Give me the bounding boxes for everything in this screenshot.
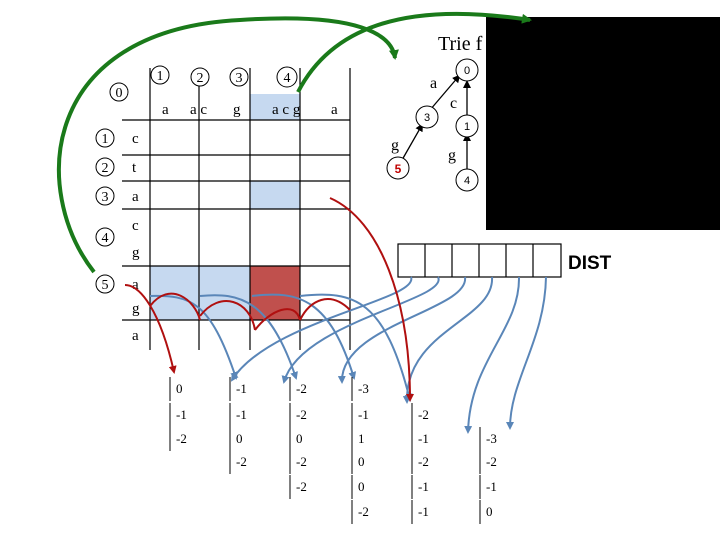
row-number: 1 <box>102 132 109 147</box>
trie-edge <box>429 74 461 111</box>
dist-label: DIST <box>568 253 612 274</box>
row-letter: a <box>132 277 139 293</box>
result-cell: -3 <box>486 431 497 446</box>
column-header: a <box>331 102 338 118</box>
slide-title: Trie f <box>438 33 483 55</box>
column-number-circle <box>276 66 298 88</box>
result-table: 0 -1 -2 -3 -1 -1 -2 -1 -2 -2 0 0 1 -1 -3 -2 -2 0 -2 -2 -2 0 -1… <box>176 381 497 519</box>
result-cell: -2 <box>176 431 187 446</box>
result-cell: -2 <box>418 407 429 422</box>
result-cell: -2 <box>296 479 307 494</box>
result-cell: -2 <box>236 454 247 469</box>
red-arrows <box>124 197 414 402</box>
column-header: a c <box>190 102 207 118</box>
row-letter: a <box>132 328 139 344</box>
result-cell: -1 <box>236 407 247 422</box>
green-arrow <box>57 16 399 274</box>
row-letter: c <box>132 218 139 234</box>
trie-node-3 <box>415 105 439 129</box>
trie-node-label: 1 <box>464 121 470 133</box>
row-number: 4 <box>102 231 109 246</box>
column-numbers: 0 1 2 3 4 <box>109 65 298 102</box>
result-cell: -1 <box>418 431 429 446</box>
result-cell: -2 <box>418 454 429 469</box>
result-cell: -3 <box>358 381 369 396</box>
result-cell: -1 <box>486 479 497 494</box>
matrix-cell-blue <box>150 266 250 320</box>
column-number-circle <box>229 67 249 87</box>
column-header: a c g <box>272 102 301 118</box>
result-cell: -2 <box>296 454 307 469</box>
matrix-cell-blue <box>250 94 300 120</box>
row-number: 3 <box>102 190 109 205</box>
column-number: 1 <box>157 69 164 84</box>
trie-node-label: 0 <box>464 65 470 77</box>
result-cell: -2 <box>296 381 307 396</box>
column-number-circle <box>150 65 170 85</box>
matrix-grid <box>122 68 351 350</box>
trie-node-0 <box>455 58 479 82</box>
dist-array <box>397 243 562 278</box>
row-letter: g <box>132 301 140 317</box>
row-letters: c t a c g a g a <box>132 131 140 344</box>
result-cell: -2 <box>296 407 307 422</box>
row-number-circle <box>95 128 115 148</box>
column-header: a <box>162 102 169 118</box>
trie-node-label: 5 <box>395 162 402 176</box>
column-header: g <box>233 102 241 118</box>
column-number-circle <box>190 67 210 87</box>
result-cell: 0 <box>296 431 303 446</box>
trie-edge-label: g <box>391 137 399 154</box>
result-cell: 0 <box>358 479 365 494</box>
trie-node-1 <box>455 114 479 138</box>
result-cell: 0 <box>236 431 243 446</box>
column-number: 4 <box>284 71 291 86</box>
result-table-lines <box>169 377 481 524</box>
row-letter: a <box>132 189 139 205</box>
row-number-circle <box>95 274 115 294</box>
row-number-circle <box>95 227 115 247</box>
matrix-cell-blue <box>250 181 300 209</box>
row-letter: t <box>132 160 137 176</box>
trie-node-4 <box>455 168 479 192</box>
result-cell: -1 <box>358 407 369 422</box>
row-numbers: 1 2 3 4 5 <box>95 128 115 294</box>
row-number: 5 <box>102 278 109 293</box>
result-cell: 0 <box>176 381 183 396</box>
column-number: 0 <box>116 86 123 101</box>
trie-node-label: 4 <box>464 175 470 187</box>
trie-node-label: 3 <box>424 112 430 124</box>
result-cell: 0 <box>358 454 365 469</box>
result-cell: -2 <box>486 454 497 469</box>
row-number-circle <box>95 186 115 206</box>
result-cell: -1 <box>418 504 429 519</box>
trie-node-5 <box>386 156 410 180</box>
column-number: 3 <box>236 71 243 86</box>
result-cell: -1 <box>176 407 187 422</box>
black-redaction-box <box>486 17 720 230</box>
trie: 0 1 3 4 5 a c g g <box>386 58 479 192</box>
trie-edge-label: c <box>450 95 457 112</box>
result-cell: 0 <box>486 504 493 519</box>
trie-edge <box>401 123 423 161</box>
result-cell: 1 <box>358 431 365 446</box>
column-headers: a a c g a c g a <box>162 102 338 118</box>
result-cell: -2 <box>358 504 369 519</box>
row-number-circle <box>95 157 115 177</box>
column-number-circle <box>109 82 129 102</box>
trie-edge-label: g <box>448 147 456 164</box>
green-arrow <box>296 11 532 93</box>
trie-edge-label: a <box>430 75 437 92</box>
result-cell: -1 <box>418 479 429 494</box>
result-cell: -1 <box>236 381 247 396</box>
column-number: 2 <box>197 71 204 86</box>
row-letter: g <box>132 245 140 261</box>
row-letter: c <box>132 131 139 147</box>
row-number: 2 <box>102 161 109 176</box>
